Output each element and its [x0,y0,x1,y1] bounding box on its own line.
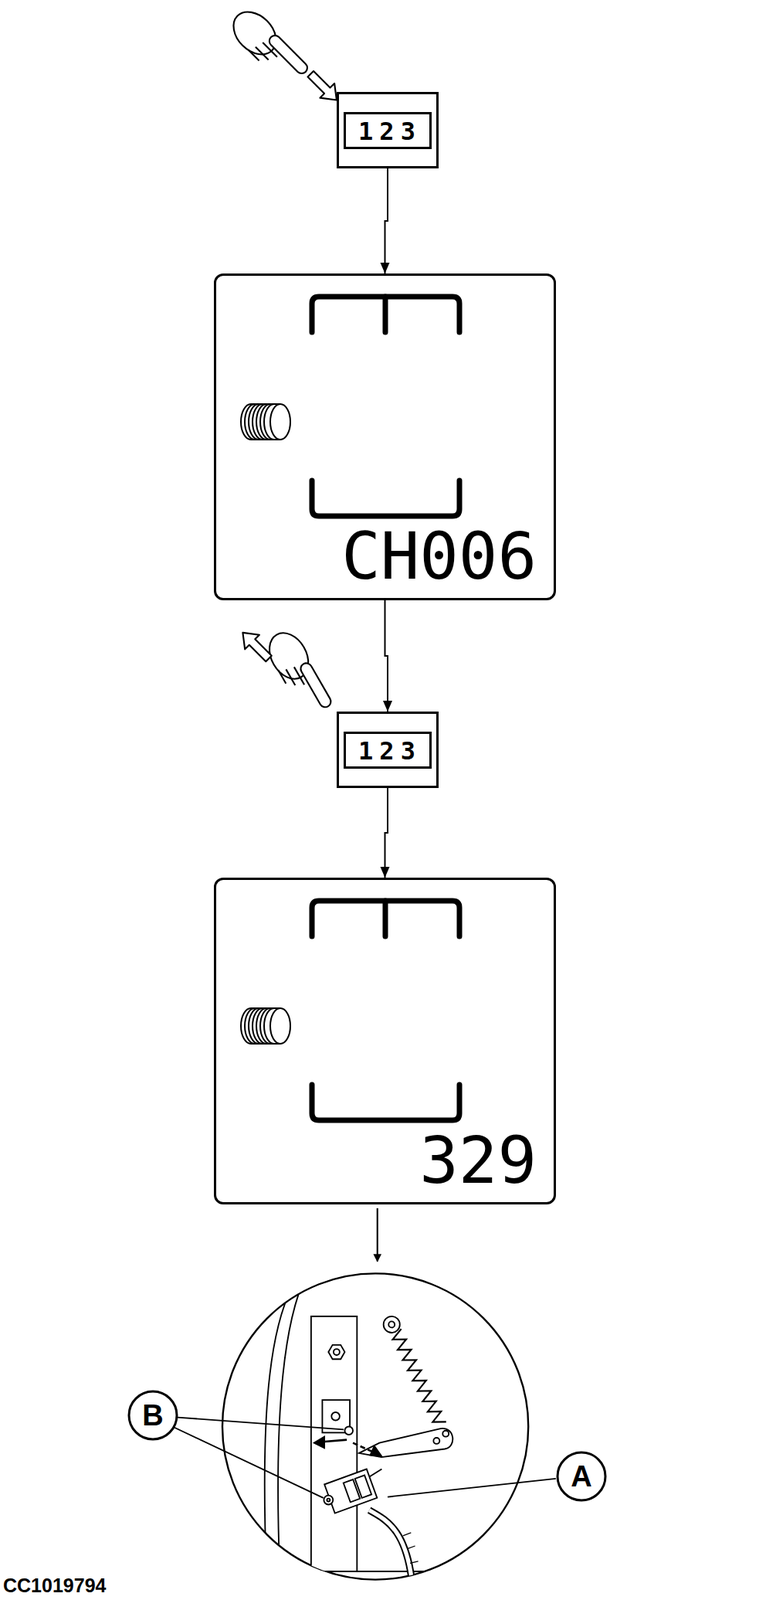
pointing-hand [235,625,336,720]
display-button: 123 [336,91,439,169]
button-label: 123 [343,731,432,769]
spring-coil [393,1328,447,1421]
monitor-display: CH006 [213,273,556,600]
flow-arrow [380,787,390,878]
callout-letter: B [142,1399,163,1430]
switch-detail [174,1272,556,1591]
button-label: 123 [343,111,432,150]
callout-letter: A [555,1450,607,1502]
callout-letter: A [570,1460,592,1491]
flow-arrow [376,1207,379,1261]
monitor-display: 329 [213,877,556,1204]
figure-id: CC1019794 [3,1575,106,1595]
display-button: 123 [336,711,439,788]
lcd-readout: 329 [419,1127,537,1193]
flow-arrow [383,599,393,712]
callout-letter: B [127,1389,179,1441]
lcd-readout: CH006 [341,523,537,589]
flow-arrow [380,168,390,274]
pointing-hand [225,3,345,108]
